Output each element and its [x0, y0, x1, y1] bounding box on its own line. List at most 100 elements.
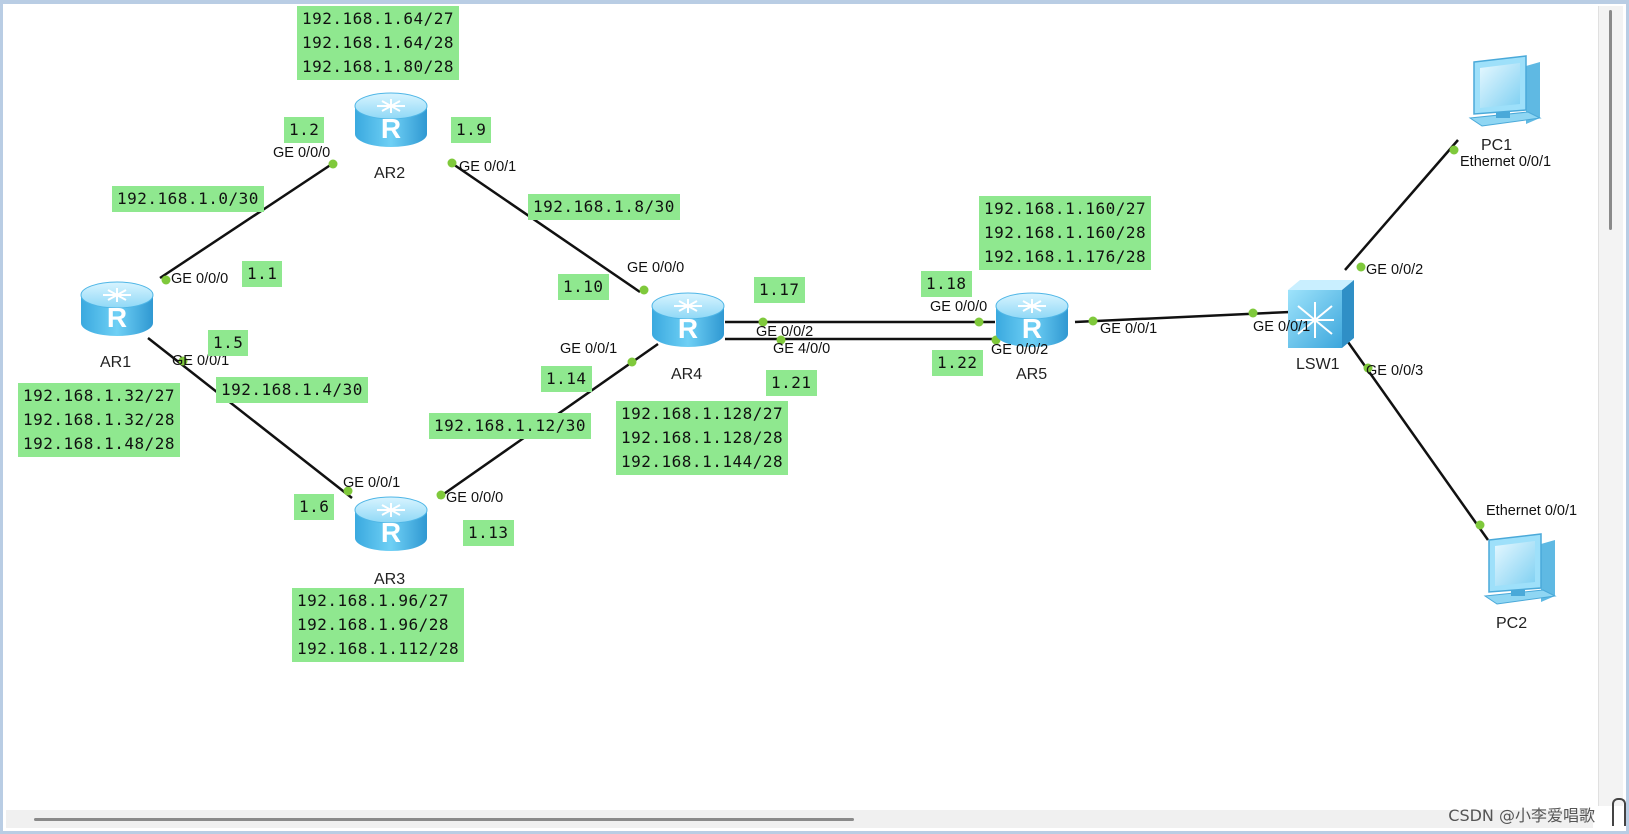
- port-dot[interactable]: [1363, 363, 1373, 373]
- label-ar4: AR4: [671, 366, 702, 383]
- note-line: 192.168.1.96/28: [297, 615, 449, 634]
- note-line: 192.168.1.160/27: [984, 199, 1147, 218]
- port-label: GE 0/0/0: [171, 271, 228, 287]
- horizontal-scrollbar[interactable]: [6, 810, 1593, 828]
- note-line: 192.168.1.176/28: [984, 247, 1147, 266]
- note-ip[interactable]: 1.10: [558, 274, 609, 300]
- note-ar3-networks[interactable]: 192.168.1.96/27 192.168.1.96/28 192.168.…: [292, 588, 465, 662]
- note-ip[interactable]: 1.1: [242, 261, 283, 287]
- link-lsw1-pc2[interactable]: [1346, 341, 1490, 541]
- note-ip[interactable]: 1.17: [754, 277, 805, 303]
- port-label: GE 0/0/0: [930, 299, 987, 315]
- note-line: 192.168.1.64/27: [302, 9, 454, 28]
- note-ip[interactable]: 1.18: [921, 271, 972, 297]
- note-link-ar1-ar2[interactable]: 192.168.1.0/30: [112, 186, 264, 212]
- label-ar1: AR1: [100, 354, 131, 371]
- router-ar3[interactable]: [354, 496, 428, 552]
- note-line: 192.168.1.96/27: [297, 591, 449, 610]
- port-dot[interactable]: [776, 335, 786, 345]
- port-dot[interactable]: [436, 490, 446, 500]
- note-ar1-networks[interactable]: 192.168.1.32/27 192.168.1.32/28 192.168.…: [18, 383, 180, 457]
- port-label: GE 0/0/2: [756, 324, 813, 340]
- label-pc2: PC2: [1496, 615, 1527, 632]
- link-ar1-ar2[interactable]: [159, 160, 336, 280]
- label-lsw1: LSW1: [1296, 356, 1340, 373]
- router-ar5[interactable]: [995, 292, 1069, 348]
- port-label: GE 0/0/3: [1366, 363, 1423, 379]
- port-label: GE 0/0/0: [627, 260, 684, 276]
- note-ip[interactable]: 1.13: [463, 520, 514, 546]
- port-dot[interactable]: [1248, 308, 1258, 318]
- port-dot[interactable]: [639, 285, 649, 295]
- port-labels: GE 0/0/0 GE 0/0/1 GE 0/0/0 GE 0/0/1 GE 0…: [171, 145, 1577, 519]
- port-label: GE 0/0/2: [1366, 262, 1423, 278]
- note-link-ar3-ar4[interactable]: 192.168.1.12/30: [429, 413, 591, 439]
- note-ip[interactable]: 1.2: [284, 117, 325, 143]
- pc-pc2[interactable]: [1484, 533, 1556, 605]
- port-dot[interactable]: [974, 317, 984, 327]
- label-ar5: AR5: [1016, 366, 1047, 383]
- note-ar4-networks[interactable]: 192.168.1.128/27 192.168.1.128/28 192.16…: [616, 401, 789, 475]
- port-label: GE 0/0/1: [560, 341, 617, 357]
- link-lsw1-pc1[interactable]: [1344, 139, 1459, 271]
- port-dot[interactable]: [343, 486, 353, 496]
- port-label: Ethernet 0/0/1: [1486, 503, 1577, 519]
- port-label: GE 0/0/1: [343, 475, 400, 491]
- note-line: 192.168.1.160/28: [984, 223, 1147, 242]
- label-pc1: PC1: [1481, 137, 1512, 154]
- note-ip[interactable]: 1.5: [208, 330, 249, 356]
- note-ar5-networks[interactable]: 192.168.1.160/27 192.168.1.160/28 192.16…: [979, 196, 1152, 270]
- note-ip[interactable]: 1.9: [451, 117, 492, 143]
- note-line: 192.168.1.128/27: [621, 404, 784, 423]
- note-ip[interactable]: 1.21: [766, 370, 817, 396]
- port-label: GE 0/0/2: [991, 342, 1048, 358]
- note-ip[interactable]: 1.22: [932, 350, 983, 376]
- pc-pc1[interactable]: [1469, 55, 1541, 127]
- port-dot[interactable]: [1449, 145, 1459, 155]
- note-line: 192.168.1.32/27: [23, 386, 175, 405]
- label-ar3: AR3: [374, 571, 405, 588]
- switch-lsw1[interactable]: [1287, 279, 1355, 349]
- note-ar2-networks[interactable]: 192.168.1.64/27 192.168.1.64/28 192.168.…: [297, 6, 459, 80]
- port-label: GE 4/0/0: [773, 341, 830, 357]
- device-labels: AR1 AR2 AR3 AR4 AR5 LSW1 PC1 PC2: [100, 137, 1527, 632]
- horizontal-scroll-thumb[interactable]: [34, 818, 854, 821]
- port-label: GE 0/0/1: [172, 353, 229, 369]
- port-dot[interactable]: [1088, 316, 1098, 326]
- vertical-scrollbar[interactable]: [1598, 6, 1623, 806]
- note-ip[interactable]: 1.14: [541, 366, 592, 392]
- link-ar2-ar4[interactable]: [449, 160, 641, 294]
- port-label: GE 0/0/0: [446, 490, 503, 506]
- router-ar4[interactable]: [651, 292, 725, 348]
- port-dot[interactable]: [1356, 262, 1366, 272]
- resize-handle-icon[interactable]: [1612, 798, 1626, 826]
- port-dot[interactable]: [447, 158, 457, 168]
- note-ip[interactable]: 1.6: [294, 494, 335, 520]
- port-dot[interactable]: [178, 356, 188, 366]
- note-line: 192.168.1.48/28: [23, 434, 175, 453]
- watermark: CSDN @小李爱唱歌: [1448, 806, 1595, 825]
- port-label: GE 0/0/1: [459, 159, 516, 175]
- router-ar2[interactable]: [354, 92, 428, 148]
- port-label: GE 0/0/0: [273, 145, 330, 161]
- vertical-scroll-thumb[interactable]: [1609, 10, 1612, 230]
- port-dot[interactable]: [328, 159, 338, 169]
- note-line: 192.168.1.128/28: [621, 428, 784, 447]
- port-dots: [161, 145, 1485, 530]
- port-dot[interactable]: [758, 317, 768, 327]
- port-dot[interactable]: [627, 357, 637, 367]
- note-line: 192.168.1.144/28: [621, 452, 784, 471]
- port-dot[interactable]: [161, 275, 171, 285]
- router-ar1[interactable]: [80, 281, 154, 337]
- note-link-ar1-ar3[interactable]: 192.168.1.4/30: [216, 377, 368, 403]
- port-dot[interactable]: [1475, 520, 1485, 530]
- port-label: GE 0/0/1: [1100, 321, 1157, 337]
- port-label: GE 0/0/1: [1253, 319, 1310, 335]
- note-line: 192.168.1.64/28: [302, 33, 454, 52]
- note-link-ar2-ar4[interactable]: 192.168.1.8/30: [528, 194, 680, 220]
- note-line: 192.168.1.112/28: [297, 639, 460, 658]
- label-ar2: AR2: [374, 165, 405, 182]
- note-line: 192.168.1.32/28: [23, 410, 175, 429]
